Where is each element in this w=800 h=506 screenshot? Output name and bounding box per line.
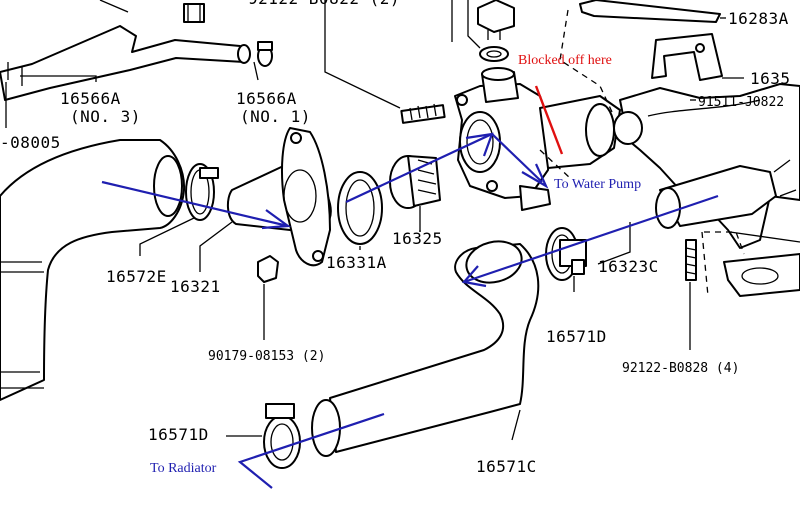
label-16566a-left-qty: (NO. 3): [70, 107, 141, 126]
hose-clamp-16572e: [185, 163, 219, 221]
radiator-outlet-hose-16571c: [311, 240, 540, 457]
label-16566a-right: 16566A: [236, 89, 297, 108]
leader-lines: [5, 17, 744, 437]
label-16571c: 16571C: [476, 457, 537, 476]
hose-clamp-16571d-mid: [545, 227, 587, 281]
stud-bolt-92122-b0822: [324, 0, 446, 124]
annotation-labels: Blocked off here To Water Pump To Radiat…: [150, 53, 641, 476]
label-92122-b0828: 92122-B0828 (4): [622, 361, 739, 376]
hose-clamp-16571d-low: [263, 403, 301, 469]
label-16323c: 16323C: [598, 257, 659, 276]
flow-arrow-pump-return: [461, 194, 719, 288]
bolt-90179: [257, 255, 279, 340]
label-16325: 16325: [392, 229, 443, 248]
upper-bypass-hose: [0, 0, 251, 101]
annotation-water-pump: To Water Pump: [554, 177, 641, 192]
bracket-1635: [651, 33, 723, 81]
annotation-blocked: Blocked off here: [518, 53, 612, 68]
annotation-radiator: To Radiator: [150, 461, 217, 476]
flow-arrow-radiator: [237, 412, 385, 489]
bolt-16283a: [579, 0, 721, 23]
plug-washer: [451, 0, 509, 62]
thermostat-16325: [389, 155, 441, 232]
label-90179: 90179-08153 (2): [208, 349, 325, 364]
label-16571d-mid: 16571D: [546, 327, 607, 346]
radiator-inlet-hose: [0, 139, 186, 401]
label-left-edge-part: -08005: [0, 133, 61, 152]
flow-arrow-outlet: [101, 180, 292, 230]
label-1635: 1635: [750, 69, 791, 88]
water-outlet-16321: [226, 127, 332, 267]
flow-arrow-bypass: [345, 132, 549, 203]
label-16571d-low: 16571D: [148, 425, 209, 444]
top-clip-small: [183, 3, 205, 23]
label-91511: 91511-J0822: [698, 95, 784, 110]
water-pump-pipe: [539, 9, 621, 179]
blocked-marker-line: [534, 85, 564, 155]
label-16572e: 16572E: [106, 267, 167, 286]
part-labels: 16566A (NO. 3) 16566A (NO. 1) -08005 921…: [0, 0, 791, 476]
gasket-16331a: [337, 171, 383, 245]
label-16283a: 16283A: [728, 9, 789, 28]
hose-clamp-no1: [257, 41, 273, 67]
drain-plug: [477, 0, 515, 40]
label-16331a: 16331A: [326, 253, 387, 272]
label-16566a-left: 16566A: [60, 89, 121, 108]
stud-bolt-92122-b0828: [685, 231, 745, 297]
label-16321: 16321: [170, 277, 221, 296]
label-16566a-right-qty: (NO. 1): [240, 107, 311, 126]
label-top-cut-part: 92122-B0822 (2): [248, 0, 400, 8]
